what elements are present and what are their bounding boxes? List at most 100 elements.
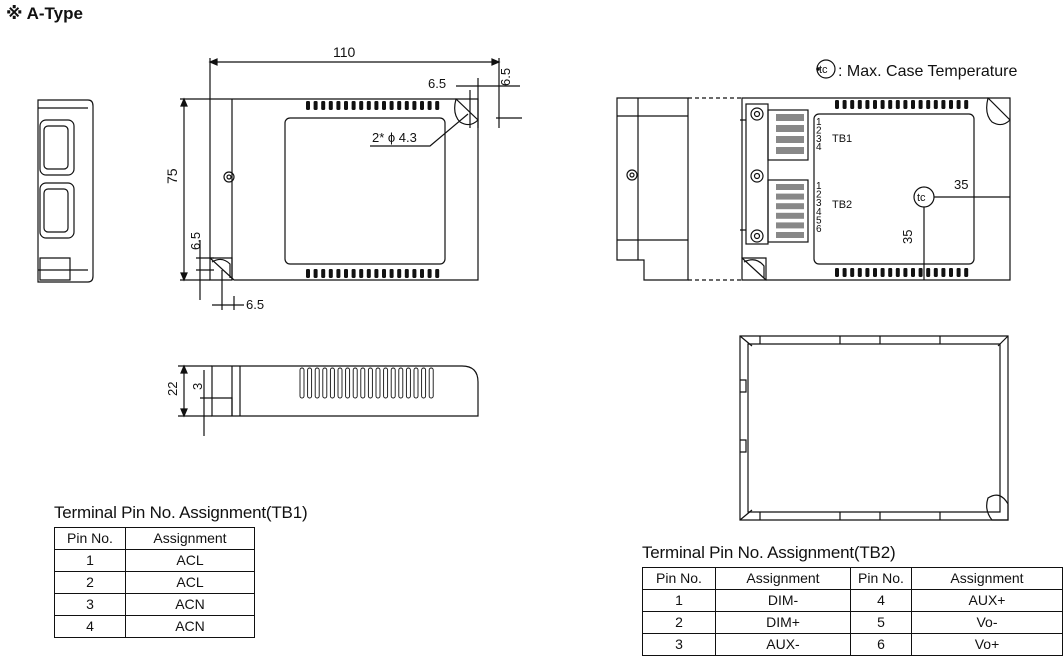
vent-slot [404,269,409,278]
vent-slot [321,101,326,110]
table-cell: 6 [850,633,912,656]
vent-slot [314,367,320,399]
table-cell: 2 [642,611,716,634]
vent-slot [375,367,381,399]
dim-width-label: 110 [333,44,356,60]
vent-slot [880,268,885,277]
vent-slot [903,100,908,109]
vent-slot [359,101,364,110]
vent-slot [336,269,341,278]
dim-hole-offset-top: 6.5 [428,76,446,91]
vent-slot [390,367,396,399]
vent-slot [911,100,915,109]
table-cell: ACL [125,571,255,594]
vent-slot [865,100,870,109]
dim-height-label: 75 [164,168,180,184]
vent-slot [307,367,313,399]
table-header-cell: Pin No. [642,567,716,590]
vent-slot [926,100,931,109]
vent-slot [374,269,379,278]
vent-slot [888,100,893,109]
tc-point-label: tc [917,192,926,204]
vent-slot [383,367,389,399]
vent-slot [360,367,366,399]
table-cell: 3 [54,593,126,616]
pin-number: 2 [816,190,822,201]
vent-slot [918,268,923,277]
vent-slot [336,101,341,110]
vent-slot [941,268,946,277]
vent-slot [344,269,348,278]
table-cell: 1 [642,589,716,612]
table-cell: Vo+ [911,633,1063,656]
vent-slot [299,367,305,399]
dim-hole-offset-right: 6.5 [498,68,513,86]
vent-slot [389,269,394,278]
side-view-left [37,99,94,283]
pin-number: 5 [816,215,822,226]
table-cell: 4 [54,615,126,638]
table-cell: 1 [54,549,126,572]
vent-slot [398,367,404,399]
vent-slot [850,268,855,277]
table-cell: ACN [125,593,255,616]
vent-slot [873,100,877,109]
table-header-cell: Assignment [911,567,1063,590]
vent-slot [857,100,862,109]
vent-slots-bottom-right [835,268,969,277]
vent-slot [964,100,969,109]
vent-slot [412,269,417,278]
vent-slot [428,367,434,399]
dim-hole-offset-bottom: 6.5 [246,297,264,312]
vent-slot [420,269,424,278]
table-header-cell: Assignment [125,527,255,550]
pin-number: 2 [816,125,822,136]
tc-legend-text: : Max. Case Temperature [838,63,1017,80]
pin-number: 3 [816,198,822,209]
pin-number: 4 [816,142,822,153]
vent-slot [903,268,908,277]
vent-slot [397,269,402,278]
vent-slot [895,268,900,277]
table-cell: AUX+ [911,589,1063,612]
vent-slot [404,101,409,110]
table-header-row: Pin No.Assignment [54,527,255,550]
hole-note: 2* ϕ 4.3 [372,130,417,145]
pin-number: 1 [816,117,822,128]
vent-slot [313,269,318,278]
vent-slots-top [306,101,440,110]
table-cell: DIM+ [715,611,851,634]
table-header-cell: Assignment [715,567,851,590]
vent-slot [776,193,804,200]
vent-slot [322,367,328,399]
top-view [180,58,522,310]
vent-slot [964,268,969,277]
vent-slot [888,268,893,277]
vent-slot [918,100,923,109]
vent-slot [421,367,427,399]
vent-slot [857,268,862,277]
table-header-cell: Pin No. [850,567,912,590]
vent-slot [374,101,379,110]
vent-slot [842,268,847,277]
vent-slot [776,136,804,143]
dim-depth-label: 22 [165,382,180,396]
table-cell: 5 [850,611,912,634]
page-title: ※ A-Type [6,4,83,23]
pin-number: 4 [816,207,822,218]
table-cell: AUX- [715,633,851,656]
terminal-slots [776,114,804,238]
tc-symbol: tc [819,64,828,76]
table-cell: ACL [125,549,255,572]
table-cell: DIM- [715,589,851,612]
vent-slot [435,101,440,110]
vent-slot [420,101,424,110]
